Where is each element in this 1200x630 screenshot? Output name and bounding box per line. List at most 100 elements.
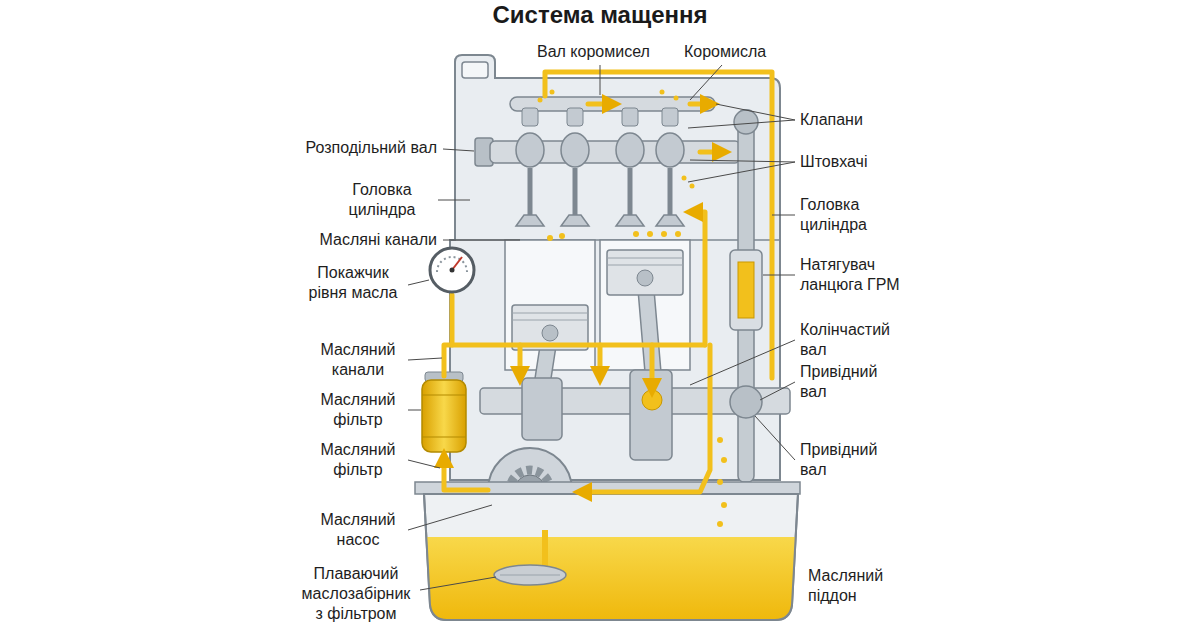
part-label: Розподільний вал <box>305 138 437 158</box>
camshaft <box>516 133 544 167</box>
rocker-shaft <box>662 108 678 126</box>
oil-drip <box>647 231 653 237</box>
oil-line <box>444 72 772 492</box>
oil-line <box>444 458 488 490</box>
valve <box>528 168 533 216</box>
leader-line <box>772 215 795 216</box>
part-label: Клапани <box>800 110 863 130</box>
engine-block <box>450 55 780 480</box>
oil-drip <box>559 233 565 239</box>
oil-drip <box>717 479 723 485</box>
piston <box>512 313 588 314</box>
oil-gauge <box>437 257 467 272</box>
valve <box>616 215 644 226</box>
oil-line <box>690 102 710 107</box>
rocker-shaft <box>567 108 583 126</box>
part-label: Коромисла <box>684 42 766 62</box>
oil-gauge <box>450 268 455 273</box>
leader-line <box>408 460 440 468</box>
oil-drip <box>660 90 665 95</box>
valve <box>628 168 633 216</box>
timing-chain <box>738 262 754 318</box>
oil-pan <box>424 494 798 620</box>
part-label: Привідний вал <box>800 440 890 480</box>
timing-chain <box>730 386 762 418</box>
oil-line <box>582 345 710 492</box>
part-label: Колінчастий вал <box>800 320 900 360</box>
valve <box>561 215 589 226</box>
oil-filter <box>422 372 466 452</box>
oil-pan <box>427 537 796 620</box>
part-label: Головка циліндра <box>332 180 432 220</box>
timing-chain <box>734 110 758 134</box>
oil-pan <box>424 494 798 620</box>
oil-pickup <box>542 530 548 568</box>
oil-filter <box>422 437 466 438</box>
rocker-shaft <box>510 97 715 126</box>
part-label: Вал коромисел <box>537 42 650 62</box>
oil-line <box>588 102 612 107</box>
leader-line <box>408 358 442 360</box>
oil-drip <box>675 231 681 237</box>
oil-line <box>598 345 603 376</box>
part-label: Масляний фільтр <box>313 440 403 480</box>
oil-pickup <box>500 575 560 576</box>
leader-line <box>688 162 795 182</box>
part-label: Масляний піддон <box>808 566 898 606</box>
engine-block <box>450 55 780 480</box>
part-label: Масляний фільтр <box>313 390 403 430</box>
oil-drip <box>721 502 727 508</box>
leader-line <box>420 577 496 590</box>
oil-pan <box>415 482 800 620</box>
valve <box>573 168 578 216</box>
part-label: Покажчик рівня масла <box>303 263 403 303</box>
leader-line <box>443 149 474 151</box>
piston <box>607 250 683 295</box>
oil-drip <box>550 90 555 95</box>
crankshaft <box>522 378 562 440</box>
valve <box>656 215 684 226</box>
part-label: Головка циліндра <box>800 195 900 235</box>
oil-filter <box>422 395 466 396</box>
oil-pickup <box>494 530 566 585</box>
oil-drip <box>674 96 679 101</box>
timing-chain <box>738 110 754 482</box>
oil-line <box>450 295 455 345</box>
part-label: Масляні канали <box>320 230 438 250</box>
leader-line <box>408 280 429 285</box>
oil-pickup <box>494 565 566 585</box>
leader-line <box>690 340 795 385</box>
oil-drip <box>682 176 687 181</box>
camshaft <box>561 133 589 167</box>
oil-line <box>650 345 655 388</box>
oil-line <box>444 345 705 376</box>
piston <box>607 265 683 266</box>
valve <box>668 168 673 216</box>
leader-line <box>688 120 795 128</box>
camshaft <box>616 133 644 167</box>
piston <box>637 270 653 286</box>
oil-gauge <box>430 248 474 292</box>
oil-drip <box>717 521 723 527</box>
timing-chain <box>730 250 762 330</box>
piston <box>607 258 683 259</box>
valve <box>516 168 684 226</box>
leader-line <box>760 382 795 400</box>
oil-drip <box>717 437 723 443</box>
timing-chain <box>730 110 762 482</box>
oil-line <box>518 345 523 376</box>
oil-drip <box>721 457 727 463</box>
rocker-shaft <box>510 97 715 111</box>
valve <box>516 215 544 226</box>
oil-filter <box>422 380 466 452</box>
oil-drip <box>690 184 695 189</box>
leader-line <box>600 65 601 95</box>
oil-line <box>700 150 722 155</box>
leader-line <box>438 200 470 201</box>
rocker-shaft <box>522 108 538 126</box>
leader-line <box>408 505 492 530</box>
piston <box>542 325 558 341</box>
oil-drip <box>538 90 728 528</box>
